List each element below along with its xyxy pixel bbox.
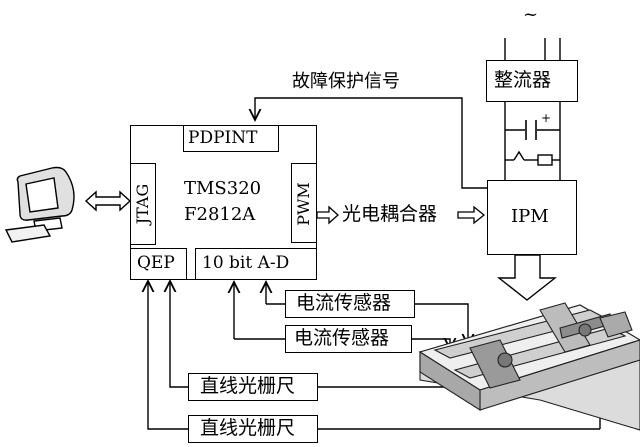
ipm-label: IPM	[511, 206, 549, 227]
pwm-box	[291, 163, 317, 243]
dsp-name-line2: F2812A	[184, 204, 256, 225]
linear-scale-lines	[148, 281, 601, 430]
pdpint-label: PDPINT	[188, 128, 258, 148]
linear-scale-2-box	[188, 415, 318, 443]
computer-icon	[4, 166, 75, 243]
rectifier-box	[486, 60, 578, 102]
jtag-label: JTAG	[133, 183, 152, 225]
current-sensor-lines	[234, 282, 468, 349]
qep-label: QEP	[137, 253, 175, 273]
capacitor-icon	[525, 120, 537, 140]
ac-symbol: ~	[523, 4, 539, 25]
current-sensor-1-box	[285, 290, 415, 318]
adc-box	[195, 248, 317, 280]
pwm-label: PWM	[294, 182, 313, 226]
pwm-to-optocoupler-arrow	[316, 205, 339, 225]
qep-box	[130, 248, 187, 280]
linear-scale-2-label: 直线光栅尺	[200, 417, 296, 439]
dc-bus-lines	[504, 102, 561, 180]
dsp-name-line1: TMS320	[184, 178, 262, 199]
linear-scale-1-box	[188, 373, 318, 401]
xy-stage-icon	[418, 302, 640, 431]
current-sensor-2-box	[285, 325, 412, 353]
capacitor-plus: +	[541, 111, 552, 125]
adc-label: 10 bit A-D	[202, 253, 290, 273]
current-sensor-2-label: 电流传感器	[294, 327, 390, 349]
brake-resistor-icon	[505, 150, 560, 166]
ac-input-lines	[504, 38, 561, 60]
rectifier-label: 整流器	[494, 69, 552, 91]
fault-signal-line	[255, 97, 487, 189]
fault-signal-label: 故障保护信号	[292, 71, 400, 92]
jtag-box	[130, 163, 156, 245]
ipm-to-stage-arrow	[496, 254, 558, 301]
ipm-box	[487, 180, 577, 255]
jtag-double-arrow	[84, 190, 132, 212]
optocoupler-label: 光电耦合器	[342, 203, 438, 225]
pdpint-box	[183, 125, 279, 152]
optocoupler-to-ipm-arrow	[457, 205, 486, 225]
current-sensor-1-label: 电流传感器	[296, 292, 392, 314]
linear-scale-1-label: 直线光栅尺	[200, 375, 296, 397]
